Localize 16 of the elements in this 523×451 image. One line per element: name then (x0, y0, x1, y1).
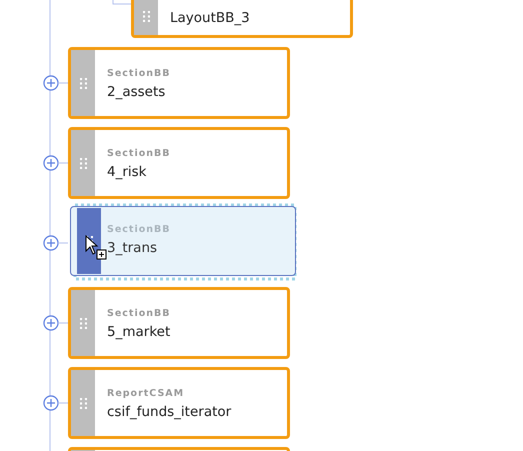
node-type-label: SectionBB (107, 224, 170, 235)
node-type-label: ReportCSAM (107, 388, 184, 399)
section-card (68, 367, 290, 439)
node-title: 4_risk (107, 164, 146, 180)
node-type-label: SectionBB (107, 68, 170, 79)
section-card (131, 0, 353, 38)
node-title: 2_assets (107, 84, 166, 100)
node-title: 3_trans (107, 240, 158, 256)
section-card (68, 47, 290, 119)
node-title: csif_funds_iterator (107, 404, 232, 420)
node-title: LayoutBB_3 (170, 10, 250, 26)
node-type-label: SectionBB (107, 308, 170, 319)
section-card (68, 127, 290, 199)
node-type-label: SectionBB (107, 148, 170, 159)
node-title: 5_market (107, 324, 170, 340)
section-card (68, 287, 290, 359)
